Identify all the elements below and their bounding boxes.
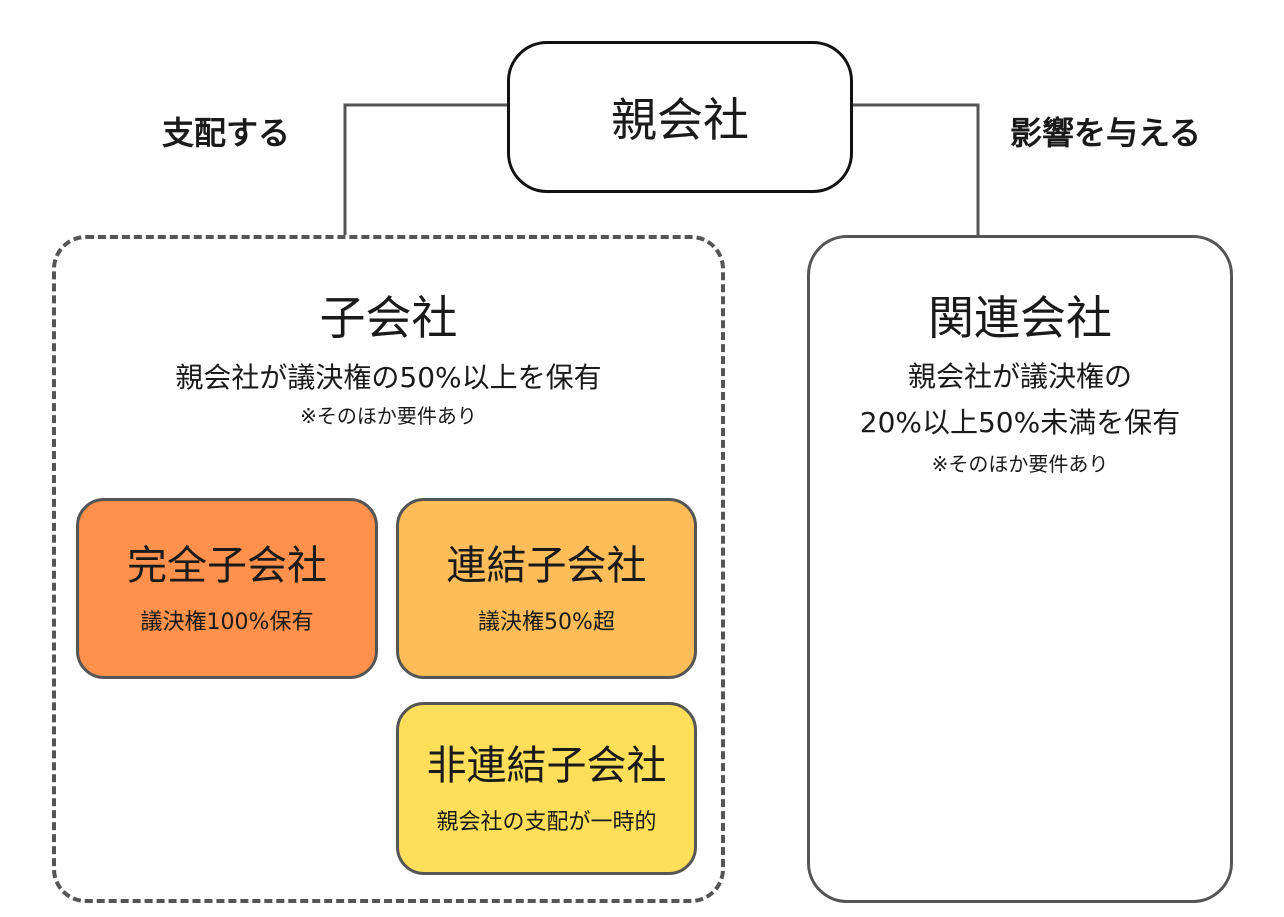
card-title: 連結子会社 <box>446 542 647 589</box>
non-consolidated-subsidiary-card: 非連結子会社 親会社の支配が一時的 <box>396 702 697 875</box>
relation-control-label: 支配する <box>162 114 291 152</box>
wholly-owned-subsidiary-card: 完全子会社 議決権100%保有 <box>76 498 378 679</box>
subsidiary-note: ※そのほか要件あり <box>300 404 477 428</box>
relation-influence-label: 影響を与える <box>1010 114 1202 152</box>
card-title: 非連結子会社 <box>426 742 667 789</box>
associate-description-line2: 20%以上50%未満を保有 <box>859 406 1181 439</box>
associate-title: 関連会社 <box>928 291 1112 345</box>
card-description: 議決権100%保有 <box>140 609 314 635</box>
associate-description-line1: 親会社が議決権の <box>907 360 1132 393</box>
parent-company-box: 親会社 <box>507 41 853 193</box>
associate-note: ※そのほか要件あり <box>931 452 1109 476</box>
card-description: 議決権50%超 <box>478 609 615 635</box>
connector-parent-to-associate <box>853 103 980 235</box>
consolidated-subsidiary-card: 連結子会社 議決権50%超 <box>396 498 697 679</box>
subsidiary-title: 子会社 <box>319 291 458 345</box>
subsidiary-group <box>52 235 725 903</box>
subsidiary-description: 親会社が議決権の50%以上を保有 <box>175 361 602 394</box>
card-description: 親会社の支配が一時的 <box>436 809 657 835</box>
associate-company-box <box>807 235 1233 903</box>
connector-parent-to-subsidiary <box>343 103 507 235</box>
parent-company-label: 親会社 <box>611 93 749 147</box>
card-title: 完全子会社 <box>127 542 327 589</box>
